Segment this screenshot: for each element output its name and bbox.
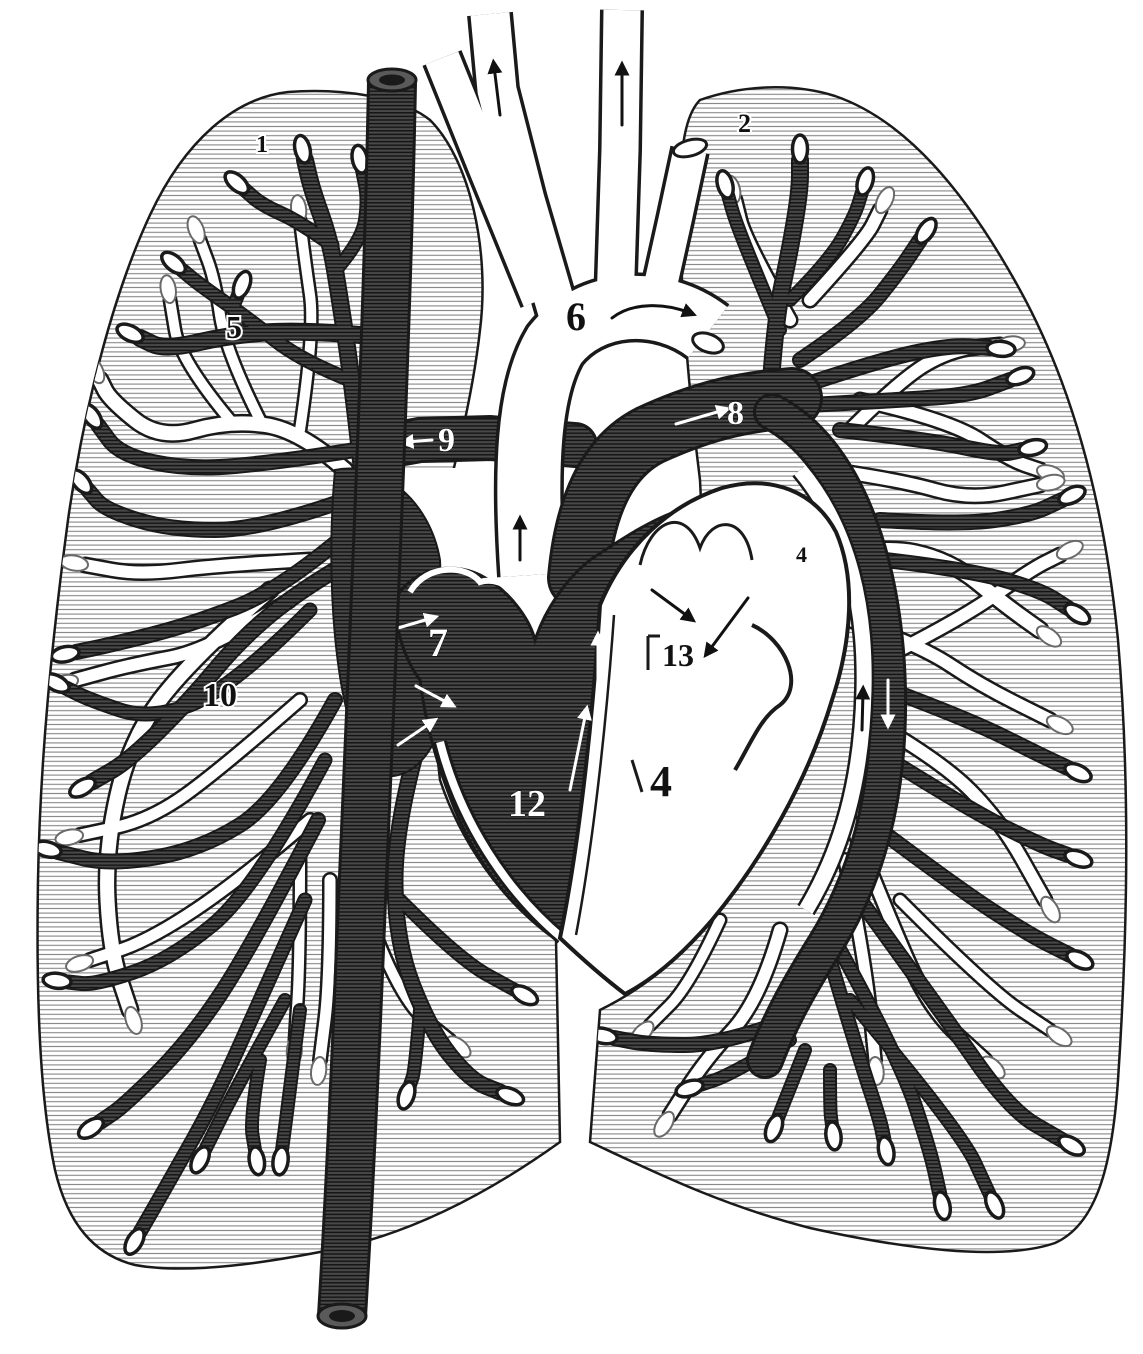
label-6: 6 (566, 294, 586, 339)
dark-vessel-loop (986, 340, 1015, 357)
label-1: 1 (256, 132, 268, 158)
arrow-branch-9 (406, 440, 432, 442)
label-9: 9 (438, 422, 455, 459)
middle-artery (615, 10, 622, 305)
label-4-small: 4 (796, 542, 807, 567)
label-5: 5 (226, 309, 242, 345)
dark-vessel-loop (42, 972, 71, 990)
label-7: 7 (428, 620, 448, 665)
label-10: 10 (203, 677, 237, 714)
label-4: 4 (650, 757, 672, 806)
label-2: 2 (738, 109, 751, 138)
arrow-band-up (862, 692, 863, 730)
vena-cava-top-lumen (379, 75, 405, 86)
label-8: 8 (727, 395, 744, 432)
vena-cava-bottom-lumen (329, 1310, 355, 1322)
label-12: 12 (508, 783, 546, 825)
label-13: 13 (662, 637, 694, 673)
dark-vessel-branch (830, 1070, 832, 1125)
dark-vessel-loop (793, 135, 808, 163)
